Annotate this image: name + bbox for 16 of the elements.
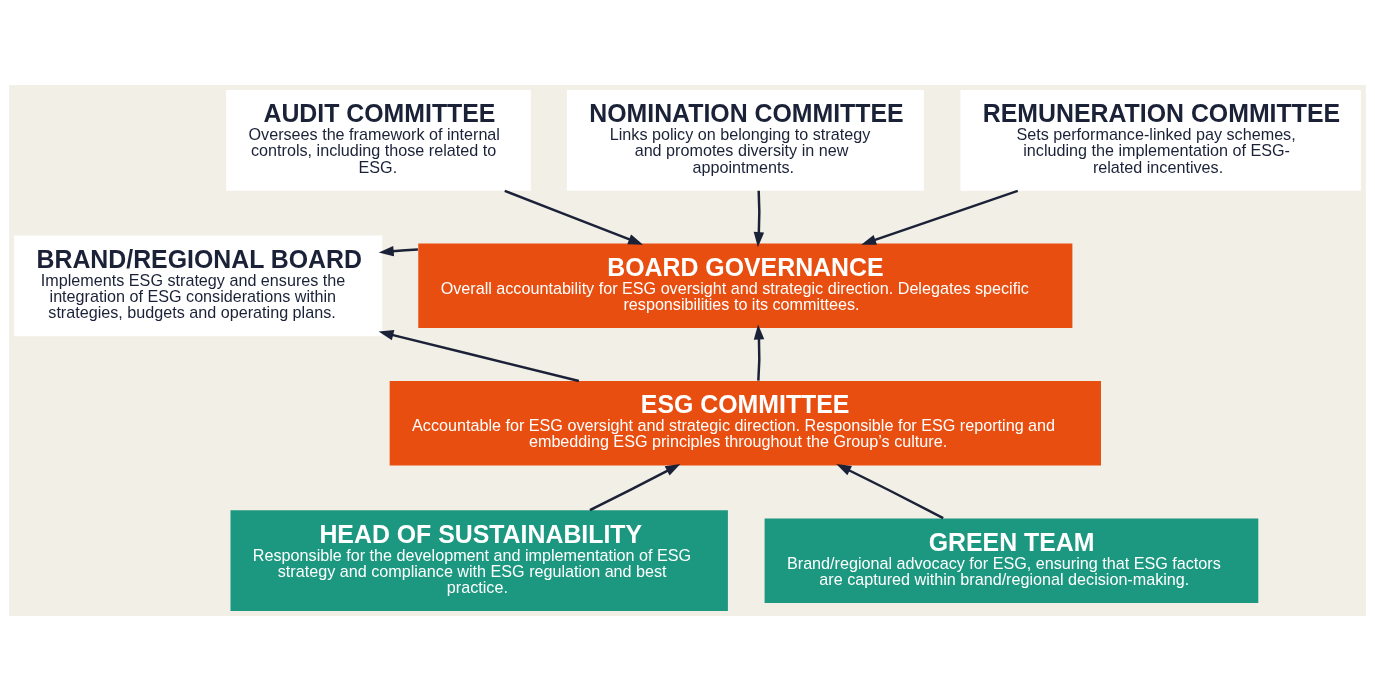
arrow xyxy=(378,245,418,256)
node-box: BRAND/REGIONAL BOARD Implements ESG strategy and ensures the integration of ESG considerations within strategies, budgets and operating plans. xyxy=(14,234,383,336)
arrow xyxy=(753,190,765,247)
arrow xyxy=(504,189,644,245)
node-box: REMUNERATION COMMITTEE Sets performance-linked pay schemes, including the implementation of ESG-related incentives. xyxy=(960,89,1361,191)
arrow xyxy=(753,324,765,381)
arrow xyxy=(836,463,944,519)
arrow xyxy=(589,463,681,511)
node-box: BOARD GOVERNANCE Overall accountability for ESG oversight and strategic direction. Delegates specific responsibilities to its committees. xyxy=(418,243,1073,328)
arrow xyxy=(378,329,580,382)
node-box: HEAD OF SUSTAINABILITY Responsible for the development and implementation of ESG strategy and compliance with ESG regulation and best practice. xyxy=(230,509,728,611)
node-box: ESG COMMITTEE Accountable for ESG oversight and strategic direction. Responsible for ESG reporting and embedding ESG principles throughout the Group’s culture. xyxy=(389,380,1101,466)
node-box: AUDIT COMMITTEE Oversees the framework of internal controls, including those related to ESG. xyxy=(226,89,531,191)
node-box: GREEN TEAM Brand/regional advocacy for ESG, ensuring that ESG factors are captured within brand/regional decision-making. xyxy=(764,517,1259,603)
arrow xyxy=(861,189,1019,245)
node-box: NOMINATION COMMITTEE Links policy on belonging to strategy and promotes diversity in new appointments. xyxy=(566,89,924,191)
